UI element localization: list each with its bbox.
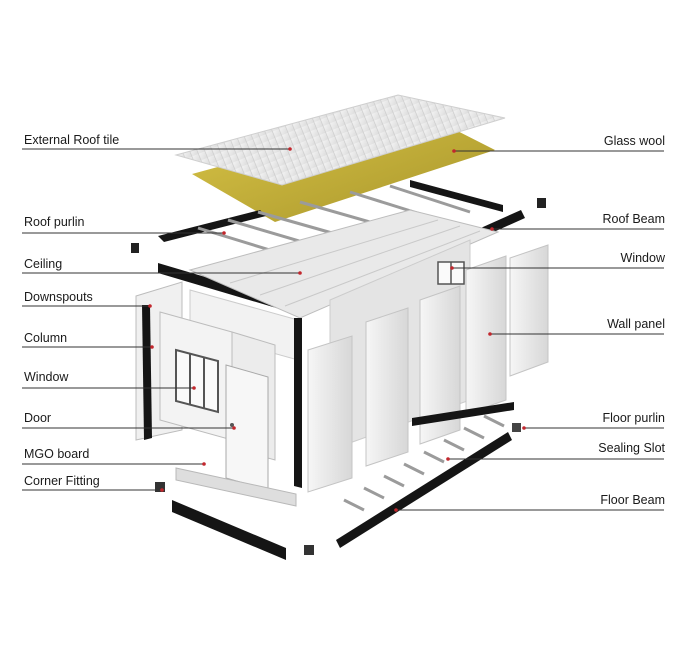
- label-external-roof-tile: External Roof tile: [24, 133, 120, 147]
- label-corner-fitting: Corner Fitting: [24, 474, 100, 488]
- label-column: Column: [24, 331, 68, 345]
- column-front-left: [294, 318, 302, 488]
- left-wall: [135, 281, 302, 491]
- floor-beam-left: [172, 500, 286, 560]
- roof-beam-back: [410, 180, 503, 212]
- leader-lines: [22, 148, 664, 511]
- label-ceiling: Ceiling: [24, 257, 63, 271]
- label-roof-purlin: Roof purlin: [24, 215, 85, 229]
- label-roof-beam: Roof Beam: [602, 212, 665, 226]
- label-window-right: Window: [620, 251, 665, 265]
- floor-beam-back: [412, 402, 514, 426]
- label-downspouts: Downspouts: [24, 290, 93, 304]
- corner-fitting-floor-2: [304, 545, 314, 555]
- external-roof-tile: [174, 94, 506, 186]
- right-wall-panels: [307, 244, 549, 493]
- corner-fitting-floor-3: [512, 423, 521, 432]
- label-mgo-board: MGO board: [24, 447, 90, 461]
- corner-fitting-roof-2: [537, 198, 546, 208]
- label-window-left: Window: [24, 370, 69, 384]
- window-left: [175, 348, 219, 414]
- door-handle: [230, 423, 234, 427]
- floor-purlins: [343, 414, 505, 512]
- label-sealing-slot: Sealing Slot: [598, 441, 665, 455]
- floor-assembly: [155, 402, 521, 560]
- label-door: Door: [24, 411, 52, 425]
- window-right: [437, 261, 465, 285]
- label-glass-wool: Glass wool: [603, 134, 665, 148]
- wall-panel-right: [509, 244, 549, 377]
- label-wall-panel: Wall panel: [607, 317, 665, 331]
- ceiling-panel: [188, 209, 500, 319]
- label-floor-purlin: Floor purlin: [602, 411, 665, 425]
- roof-beam-left: [158, 210, 266, 242]
- mgo-board: [175, 467, 297, 507]
- label-floor-beam: Floor Beam: [600, 493, 665, 507]
- corner-fitting-roof-1: [131, 243, 139, 253]
- floor-beam-front: [336, 432, 512, 548]
- downspout: [142, 305, 152, 440]
- corner-fitting-floor-1: [155, 482, 165, 492]
- leader-dots: [148, 147, 526, 512]
